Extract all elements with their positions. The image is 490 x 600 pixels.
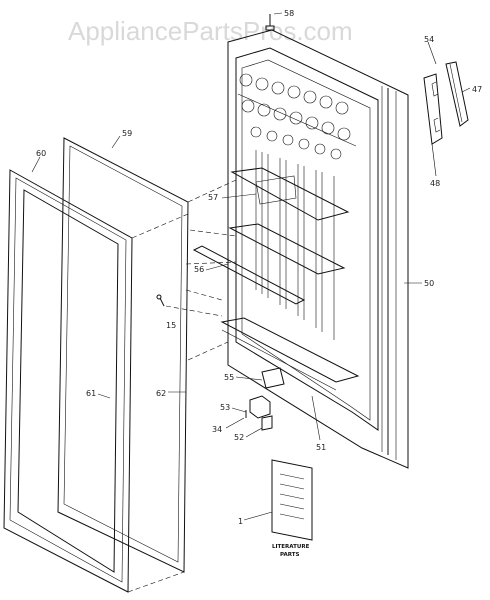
door-inner-liner	[235, 47, 379, 431]
door-liner-ridge	[241, 59, 371, 421]
egg-cup	[255, 77, 269, 91]
egg-cup	[298, 138, 310, 150]
egg-cup	[319, 95, 333, 109]
handle-bracket	[423, 73, 443, 145]
egg-cup	[287, 85, 301, 99]
callout-leaders	[31, 12, 471, 521]
callout-48: 48	[430, 179, 440, 188]
egg-cup	[273, 107, 287, 121]
liner-ribs	[255, 150, 335, 340]
egg-cup	[271, 81, 285, 95]
shelf-label-insert	[255, 175, 297, 205]
screw	[156, 294, 165, 307]
egg-cup	[266, 130, 278, 142]
egg-cup	[335, 101, 349, 115]
egg-cup	[241, 99, 255, 113]
callout-1: 1	[238, 517, 243, 526]
door-shelf-upper	[230, 167, 350, 221]
handle-bar-detail	[449, 63, 463, 123]
egg-cup	[303, 90, 317, 104]
hinge-cap	[261, 415, 273, 431]
door-shelf-middle	[228, 223, 346, 275]
top-hinge-pin	[265, 14, 275, 31]
egg-cup	[289, 111, 303, 125]
egg-rack-ledge	[237, 93, 357, 147]
literature-booklet: LITERATURE PARTS	[271, 459, 313, 558]
callout-61: 61	[86, 389, 96, 398]
callout-15: 15	[166, 321, 176, 330]
bottom-hinge-assembly	[245, 367, 285, 431]
door-assembly	[220, 29, 409, 469]
callout-51: 51	[316, 443, 326, 452]
gasket-inner	[17, 189, 119, 573]
handle-bar	[445, 61, 469, 127]
egg-cup	[257, 103, 271, 117]
callout-54: 54	[424, 35, 434, 44]
booklet-outline	[271, 459, 313, 541]
hinge-bracket	[261, 367, 285, 389]
door-panel-inner	[63, 145, 183, 563]
callout-62: 62	[156, 389, 166, 398]
callout-57: 57	[208, 193, 218, 202]
door-gasket	[3, 169, 133, 593]
callout-59: 59	[122, 129, 132, 138]
door-shelf-lower-lip	[221, 329, 337, 391]
callout-34: 34	[212, 425, 222, 434]
shelf-bar	[192, 245, 306, 305]
literature-label: LITERATURE	[272, 544, 310, 550]
egg-cup	[239, 73, 253, 87]
callout-60: 60	[36, 149, 46, 158]
egg-cup	[321, 121, 335, 135]
watermark-text: AppliancePartsPros.com	[68, 16, 353, 46]
explode-lines	[127, 179, 237, 593]
egg-cup	[337, 127, 351, 141]
callout-53: 53	[220, 403, 230, 412]
egg-cup	[282, 134, 294, 146]
callout-56: 56	[194, 265, 204, 274]
gasket-edge	[9, 177, 127, 583]
egg-cup	[330, 148, 342, 160]
callout-numbers: 58 54 47 48 59 60 57 56 15 50 61 62 55 5…	[36, 9, 482, 526]
door-outer-panel	[227, 29, 409, 469]
parts-label: PARTS	[280, 552, 300, 558]
callout-55: 55	[224, 373, 234, 382]
callout-52: 52	[234, 433, 244, 442]
egg-cup	[305, 116, 319, 130]
door-handle	[423, 61, 469, 145]
callout-47: 47	[472, 85, 482, 94]
egg-rack	[237, 73, 357, 160]
hinge-plate	[249, 395, 271, 419]
callout-50: 50	[424, 279, 434, 288]
egg-cup	[314, 143, 326, 155]
gasket-outer	[3, 169, 133, 593]
door-shelf-lower	[220, 317, 360, 383]
callout-58: 58	[284, 9, 294, 18]
egg-cup	[250, 126, 262, 138]
